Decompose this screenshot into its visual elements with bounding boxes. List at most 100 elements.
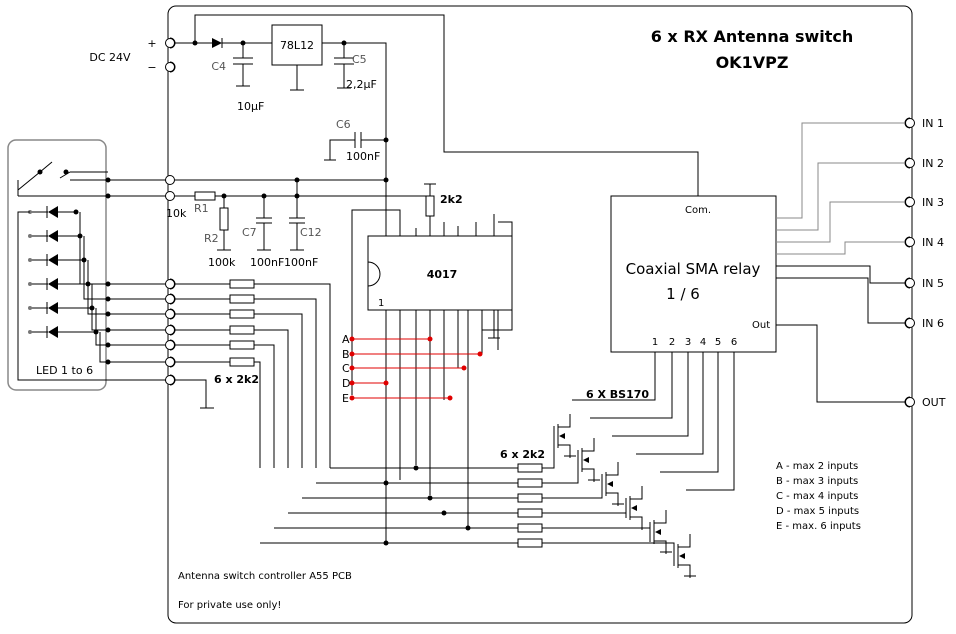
plus-sign: +	[147, 37, 156, 50]
legend: A - max 2 inputs B - max 3 inputs C - ma…	[776, 461, 861, 532]
terminal-4	[165, 324, 176, 336]
title-line2: OK1VPZ	[716, 53, 789, 72]
r2-value: 100k	[208, 256, 236, 269]
input-terminal-2: IN 2	[776, 157, 944, 231]
capacitor-c6	[329, 132, 386, 160]
c5-label: C5	[352, 53, 367, 66]
gate-resistor-2	[517, 478, 543, 488]
led-resistor-4	[91, 284, 289, 468]
output-terminal: OUT	[904, 396, 946, 409]
input-terminal-1: IN 1	[776, 117, 944, 219]
input-label-4: IN 4	[922, 236, 944, 249]
input-terminal-4: IN 4	[776, 236, 944, 255]
mosfet-6	[260, 534, 696, 578]
led-panel: LED 1 to 6	[7, 139, 108, 391]
c4-label: C4	[211, 60, 226, 73]
gate-resistor-5	[517, 523, 543, 533]
r1-value: 10k	[166, 207, 187, 220]
terminal-1	[165, 278, 176, 290]
led-resistor-2	[83, 236, 317, 468]
legend-b: B - max 3 inputs	[776, 476, 858, 487]
relay-out-label: Out	[752, 320, 770, 331]
input-label-2: IN 2	[922, 157, 944, 170]
gate-resistor-3	[517, 493, 543, 503]
legend-c: C - max 4 inputs	[776, 491, 858, 502]
input-label-3: IN 3	[922, 196, 944, 209]
jumper-d: D	[342, 377, 389, 390]
relay-ratio: 1 / 6	[666, 285, 700, 303]
input-terminal-5: IN 5	[776, 265, 944, 290]
resistors-right-label: 6 x 2k2	[500, 448, 545, 461]
c6-label: C6	[336, 118, 351, 131]
terminal-minus	[165, 62, 175, 72]
jumper-c: C	[342, 362, 467, 375]
resistors-left-label: 6 x 2k2	[214, 373, 259, 386]
terminal-plus	[165, 38, 175, 48]
relay-name: Coaxial SMA relay	[626, 260, 761, 278]
mosfet-5	[274, 510, 672, 554]
terminal-6	[165, 356, 176, 368]
switch	[17, 161, 108, 191]
resistor-r2	[219, 207, 229, 231]
legend-e: E - max. 6 inputs	[776, 521, 861, 532]
led-5	[28, 302, 95, 314]
gate-resistor-1	[517, 463, 543, 473]
gate-resistor-4	[517, 508, 543, 518]
legend-a: A - max 2 inputs	[776, 461, 858, 472]
dc-input: DC 24V + −	[89, 37, 176, 74]
transistors-label: 6 X BS170	[586, 388, 649, 401]
led-resistor-3	[87, 260, 303, 468]
relay-pin-2: 2	[669, 337, 675, 348]
diode-input	[212, 38, 222, 48]
c5-value: 2,2µF	[346, 78, 377, 91]
led-resistor-1	[79, 212, 331, 468]
led-6	[28, 326, 99, 338]
output-label: OUT	[922, 396, 946, 409]
ic-label: 4017	[427, 268, 458, 281]
terminal-3	[165, 308, 176, 320]
svg-text:E: E	[342, 392, 349, 405]
mosfet-2	[316, 438, 600, 488]
led-2	[28, 230, 83, 242]
led-1	[28, 206, 79, 218]
regulator-78l12	[271, 24, 323, 66]
terminal-5	[165, 339, 176, 351]
svg-text:B: B	[342, 348, 350, 361]
r1-label: R1	[194, 202, 209, 215]
c6-value: 100nF	[346, 150, 380, 163]
svg-text:A: A	[342, 333, 350, 346]
led-resistor-5	[95, 308, 275, 468]
capacitor-c12	[289, 180, 305, 251]
ic-4017: 4017 1 2k2	[351, 183, 513, 545]
gate-resistor-6	[517, 538, 543, 548]
input-label-1: IN 1	[922, 117, 944, 130]
mosfet-3	[302, 462, 624, 506]
terminal-2	[165, 293, 176, 305]
input-label-6: IN 6	[922, 317, 944, 330]
legend-d: D - max 5 inputs	[776, 506, 859, 517]
dc-label: DC 24V	[89, 51, 131, 64]
relay-pin-3: 3	[685, 337, 691, 348]
mosfet-1	[330, 414, 576, 473]
svg-text:C: C	[342, 362, 350, 375]
r2-label: R2	[204, 232, 219, 245]
led-resistor-6	[99, 332, 261, 468]
minus-sign: −	[147, 61, 156, 74]
svg-text:D: D	[342, 377, 350, 390]
c12-value: 100nF	[284, 256, 318, 269]
c12-label: C12	[300, 226, 322, 239]
relay-pin-6: 6	[731, 337, 737, 348]
title-line1: 6 x RX Antenna switch	[651, 27, 854, 46]
capacitor-c7	[256, 196, 272, 251]
jumper-e: E	[342, 392, 453, 405]
jumper-a: A	[342, 333, 433, 346]
jumper-b: B	[342, 348, 483, 361]
c4-value: 10µF	[237, 100, 264, 113]
terminal-7	[165, 374, 176, 386]
led-3	[28, 254, 87, 266]
resistor-r1	[194, 191, 216, 201]
footer-note: For private use only!	[178, 600, 281, 611]
input-label-5: IN 5	[922, 277, 944, 290]
